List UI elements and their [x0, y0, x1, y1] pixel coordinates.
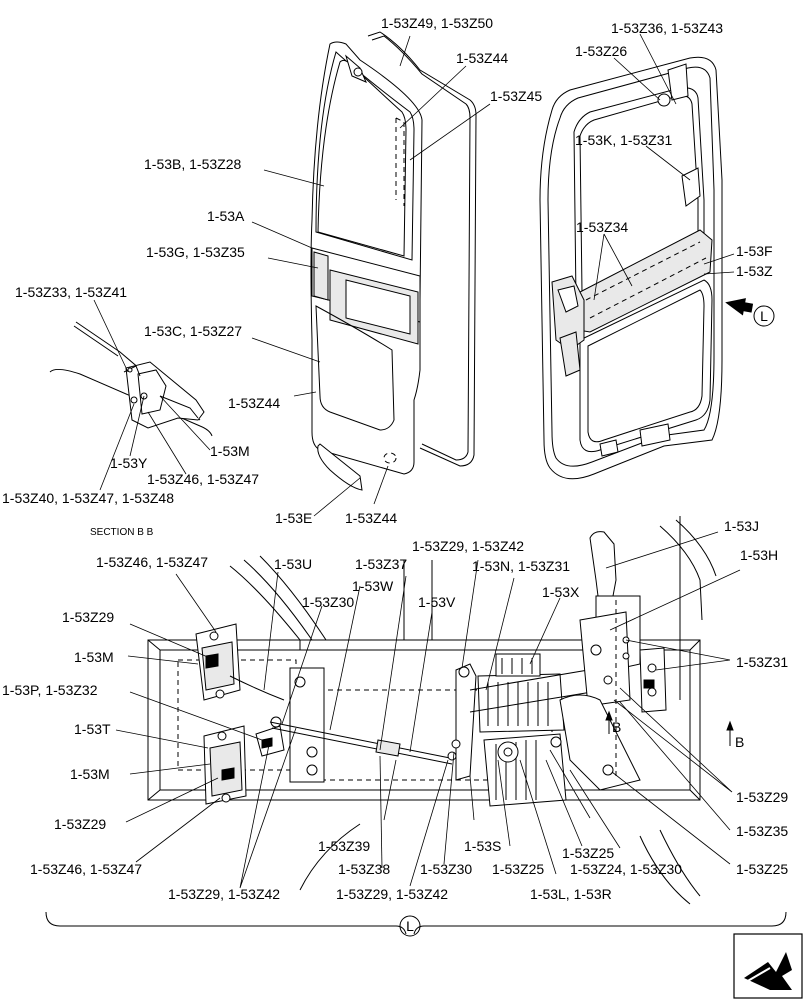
label-z34: 1-53Z34	[576, 219, 628, 235]
view-letter-l-bottom: L	[406, 918, 414, 934]
label-z29-z42-left: 1-53Z29, 1-53Z42	[168, 886, 280, 902]
label-k-z31: 1-53K, 1-53Z31	[575, 132, 672, 148]
navigation-arrow-icon[interactable]	[733, 933, 803, 999]
label-z25-b: 1-53Z25	[562, 845, 614, 861]
label-j: 1-53J	[724, 518, 759, 534]
label-c-z27: 1-53C, 1-53Z27	[144, 323, 242, 339]
label-z26: 1-53Z26	[575, 43, 627, 59]
label-e: 1-53E	[275, 510, 312, 526]
label-z30-top: 1-53Z30	[302, 594, 354, 610]
label-z46-z47-upper: 1-53Z46, 1-53Z47	[147, 471, 259, 487]
label-z25-right: 1-53Z25	[736, 861, 788, 877]
label-z35-right: 1-53Z35	[736, 823, 788, 839]
label-m-upper: 1-53M	[210, 443, 250, 459]
label-z29-b: 1-53Z29	[54, 816, 106, 832]
label-z29-z42-mid: 1-53Z29, 1-53Z42	[336, 886, 448, 902]
view-l-bracket: L	[45, 911, 787, 937]
section-title: SECTION B B	[90, 527, 154, 538]
label-z49-z50: 1-53Z49, 1-53Z50	[381, 15, 493, 31]
label-b-z28: 1-53B, 1-53Z28	[144, 156, 241, 172]
view-letter-l-top: L	[760, 308, 768, 324]
label-a: 1-53A	[207, 208, 245, 224]
label-t: 1-53T	[74, 721, 111, 737]
label-y: 1-53Y	[110, 455, 148, 471]
label-g-z35: 1-53G, 1-53Z35	[146, 244, 245, 260]
section-bb-drawing: B B	[147, 516, 744, 905]
label-x: 1-53X	[542, 584, 580, 600]
label-z40-z47-z48: 1-53Z40, 1-53Z47, 1-53Z48	[2, 490, 174, 506]
label-u: 1-53U	[274, 556, 312, 572]
label-s: 1-53S	[464, 838, 501, 854]
label-z31-right: 1-53Z31	[736, 654, 788, 670]
label-m-a: 1-53M	[74, 649, 114, 665]
label-p-z32: 1-53P, 1-53Z32	[2, 682, 98, 698]
label-l-r: 1-53L, 1-53R	[530, 886, 612, 902]
label-h: 1-53H	[740, 547, 778, 563]
label-z29-z42-top: 1-53Z29, 1-53Z42	[412, 538, 524, 554]
label-z44-top: 1-53Z44	[456, 50, 508, 66]
label-z24-z30: 1-53Z24, 1-53Z30	[570, 861, 682, 877]
label-z39: 1-53Z39	[318, 838, 370, 854]
label-n-z31: 1-53N, 1-53Z31	[472, 558, 570, 574]
label-z45: 1-53Z45	[490, 88, 542, 104]
label-z25-a: 1-53Z25	[492, 861, 544, 877]
label-z44-mid: 1-53Z44	[228, 395, 280, 411]
label-z36-z43: 1-53Z36, 1-53Z43	[611, 20, 723, 36]
label-z46-z47-a: 1-53Z46, 1-53Z47	[96, 554, 208, 570]
label-z44-bottom: 1-53Z44	[345, 510, 397, 526]
label-f: 1-53F	[736, 243, 773, 259]
label-z38: 1-53Z38	[338, 861, 390, 877]
door-interior-drawing	[539, 56, 723, 480]
section-marker-b-center: B	[612, 719, 621, 735]
label-z33-z41: 1-53Z33, 1-53Z41	[15, 284, 127, 300]
view-l-indicator: L	[725, 298, 775, 327]
label-m-b: 1-53M	[70, 766, 110, 782]
label-w: 1-53W	[352, 578, 394, 594]
callout-labels: 1-53Z49, 1-53Z50 1-53Z36, 1-53Z43 1-53Z2…	[2, 15, 788, 902]
label-z30-bottom: 1-53Z30	[420, 861, 472, 877]
label-z: 1-53Z	[736, 263, 773, 279]
label-z29-right: 1-53Z29	[736, 789, 788, 805]
label-z29-a: 1-53Z29	[62, 609, 114, 625]
label-z37: 1-53Z37	[355, 556, 407, 572]
hinge-detail-drawing	[49, 321, 213, 437]
section-marker-b-right: B	[735, 734, 744, 750]
leader-lines	[93, 33, 741, 889]
label-z46-z47-b: 1-53Z46, 1-53Z47	[30, 861, 142, 877]
label-v: 1-53V	[418, 594, 456, 610]
door-exterior-drawing	[310, 31, 477, 491]
